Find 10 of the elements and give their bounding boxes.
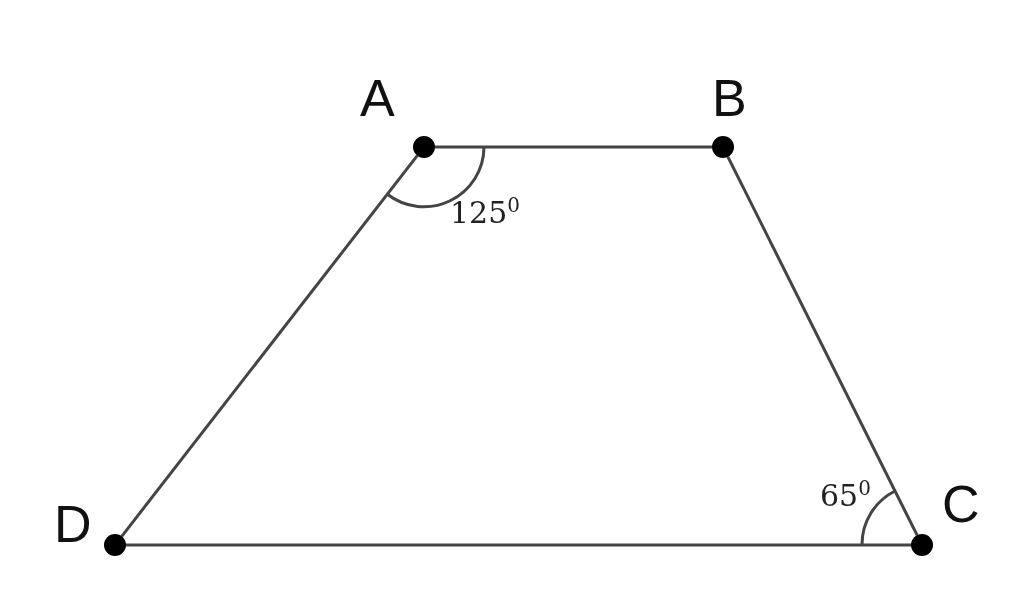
angle-label: 125$^{0}$ (450, 195, 520, 228)
line-segment (726, 156, 919, 536)
point-label: C (942, 478, 980, 530)
line-segment (120, 154, 419, 538)
point-label: D (54, 498, 92, 550)
point-label: A (360, 72, 395, 124)
line-segment (435, 145, 712, 149)
angle-label: 65$^{0}$ (820, 478, 871, 511)
point-label: B (712, 72, 747, 124)
line-segment (126, 543, 911, 547)
